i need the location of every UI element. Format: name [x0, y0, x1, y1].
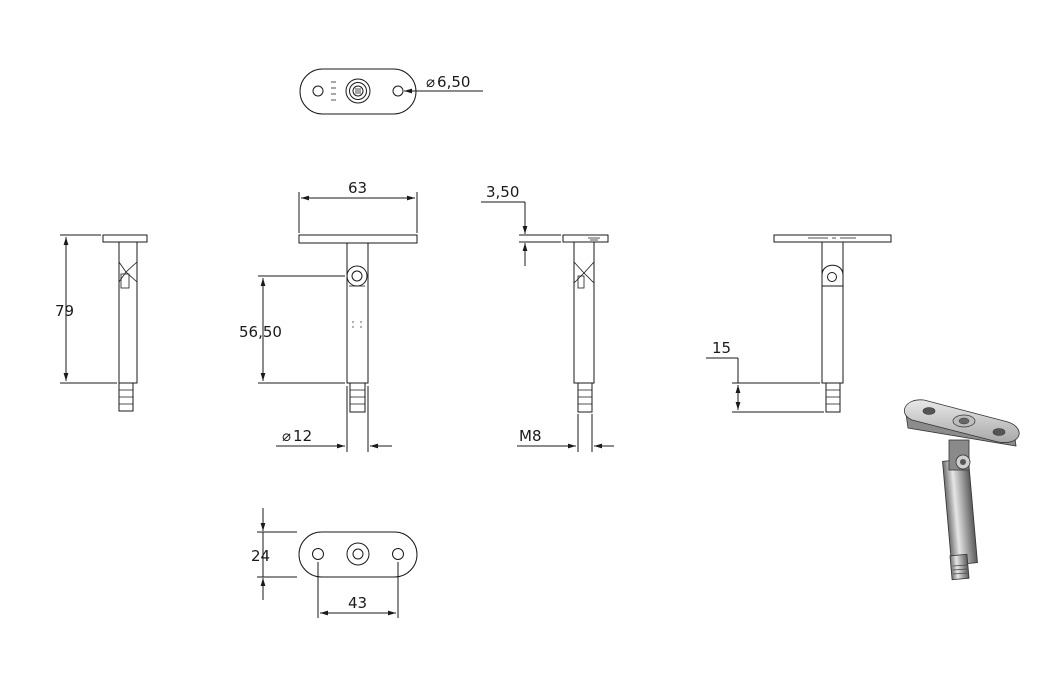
isometric-view: [903, 399, 1020, 581]
bottom-center-inner: [352, 548, 364, 560]
side-right-plate-marking: [588, 237, 600, 241]
dim-pivot-height: 56,50: [239, 323, 282, 341]
iso-pivot-screw: [960, 459, 966, 465]
iso-plate-hole-left: [922, 407, 936, 415]
front-view: 63 56,50 ⌀12: [239, 179, 418, 452]
side-left-thread-lines: [119, 389, 133, 405]
dim-plate-depth: 24: [251, 547, 270, 565]
back-thread-lines: [826, 389, 840, 405]
back-thread: [825, 382, 841, 413]
side-view-left: 79: [55, 234, 148, 412]
top-view: ⌀6,50: [299, 68, 483, 115]
side-right-joint: [573, 261, 595, 284]
front-marking: [352, 321, 364, 328]
dim-hole-spacing: 43: [348, 594, 367, 612]
dim-hole-diameter: ⌀6,50: [426, 73, 470, 91]
side-right-plate: [562, 234, 609, 243]
side-left-clamp: [120, 273, 130, 289]
top-center-ring-outer: [345, 78, 371, 104]
side-right-clamp: [577, 275, 585, 289]
bottom-plate-outline: [298, 531, 418, 578]
dim-thread-length: 15: [712, 339, 731, 357]
front-pivot-inner: [351, 270, 363, 282]
bottom-hole-right: [392, 548, 404, 560]
back-plate: [773, 234, 892, 243]
back-view: 15: [706, 234, 892, 413]
dim-tube-diameter: ⌀12: [282, 427, 312, 445]
top-center-screw: [352, 85, 364, 97]
top-hole-right: [392, 85, 404, 97]
top-marking: [331, 81, 336, 101]
back-tube: [821, 241, 844, 384]
bottom-view: 24 43: [251, 508, 418, 618]
iso-thread: [949, 553, 970, 581]
top-plate-outline: [299, 68, 417, 115]
front-thread-lines: [350, 389, 365, 405]
front-tube: [346, 242, 369, 384]
side-view-right: 3,50 M8: [481, 183, 614, 452]
bottom-center-outer: [346, 542, 370, 566]
back-pivot-hole: [827, 272, 837, 282]
dim-total-height: 79: [55, 302, 74, 320]
side-left-tube: [118, 241, 138, 384]
side-right-tube: [573, 241, 595, 384]
iso-plate-center-screw: [958, 417, 970, 425]
top-hole-left: [312, 85, 324, 97]
front-thread: [349, 382, 366, 413]
front-plate: [298, 234, 418, 244]
bottom-hole-left: [312, 548, 324, 560]
side-right-thread: [577, 382, 593, 413]
iso-thread-lines: [952, 564, 968, 575]
iso-plate-hole-right: [992, 428, 1006, 436]
side-right-thread-lines: [578, 389, 592, 405]
dim-plate-thickness: 3,50: [486, 183, 519, 201]
iso-tube: [942, 458, 978, 566]
front-pivot-outer: [346, 265, 368, 287]
top-center-ring-inner: [349, 82, 367, 100]
dim-plate-width: 63: [348, 179, 367, 197]
dim-thread: M8: [519, 427, 542, 445]
back-pivot-housing: [821, 264, 844, 287]
side-left-plate: [102, 234, 148, 243]
top-screw-slot: [355, 88, 361, 94]
